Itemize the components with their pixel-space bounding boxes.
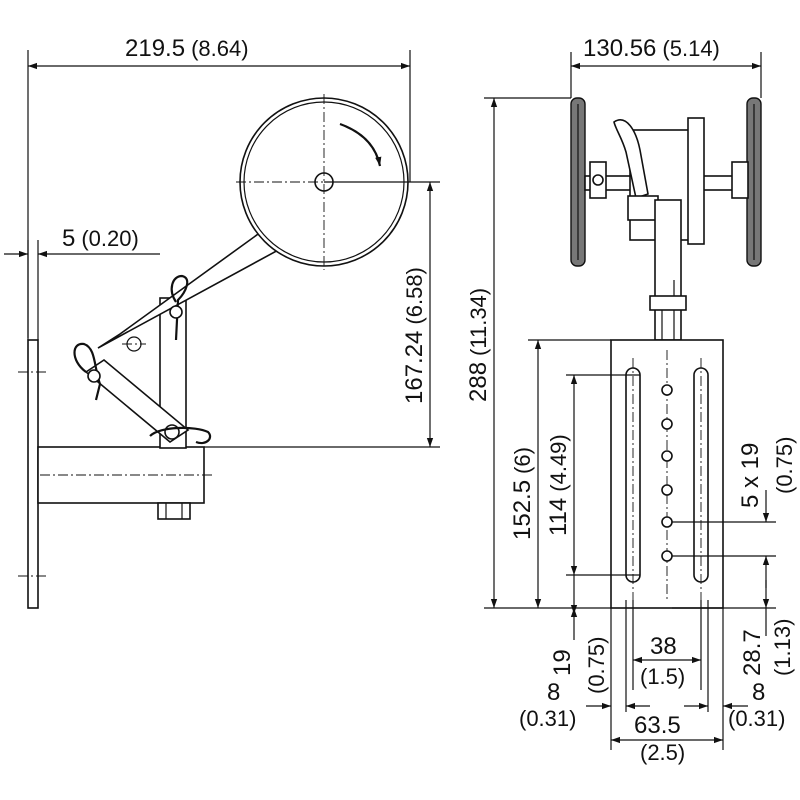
dim-overall-width: 219.5(8.64) (125, 35, 249, 62)
dim-hole-pattern-alt: (0.75) (772, 437, 797, 494)
dim-bracket-width: 63.5 (634, 712, 681, 739)
hole-row (661, 384, 673, 562)
dim-bottom-offset: 19 (549, 649, 576, 676)
side-view: 219.5(8.64) 5(0.20) 167.24(6.58) (4, 35, 440, 609)
dim-slot-length: 114(4.49) (545, 434, 572, 536)
rotation-arrow-icon (339, 122, 382, 167)
dim-hole-pattern: 5 x 19 (737, 443, 764, 508)
dim-edge-left-alt: (0.31) (519, 706, 576, 731)
dim-wheel-span: 130.56(5.14) (583, 35, 720, 62)
stem (654, 199, 682, 341)
dim-wheel-height: 167.24(6.58) (401, 267, 428, 404)
dim-edge-right-alt: (0.31) (728, 706, 785, 731)
dim-plate-thickness: 5(0.20) (62, 225, 139, 252)
front-view: 130.56(5.14) 288(11.34) 152.5(6) 114(4.4… (465, 35, 797, 765)
mounting-plate (27, 339, 39, 609)
dim-bottom-offset-alt: (0.75) (584, 637, 609, 694)
dim-edge-left: 8 (547, 679, 560, 706)
dim-slot-spacing: 38 (650, 633, 677, 660)
dim-overall-height: 288(11.34) (465, 288, 492, 402)
dim-bracket-width-alt: (2.5) (640, 740, 685, 765)
dim-hole-offset-alt: (1.13) (770, 619, 795, 676)
diagonal-strut (84, 359, 190, 443)
dim-bracket-height: 152.5(6) (509, 447, 536, 540)
dim-edge-right: 8 (752, 679, 765, 706)
dim-slot-spacing-alt: (1.5) (640, 664, 685, 689)
dim-hole-offset: 28.7 (739, 629, 766, 676)
bottom-nut (157, 502, 191, 520)
